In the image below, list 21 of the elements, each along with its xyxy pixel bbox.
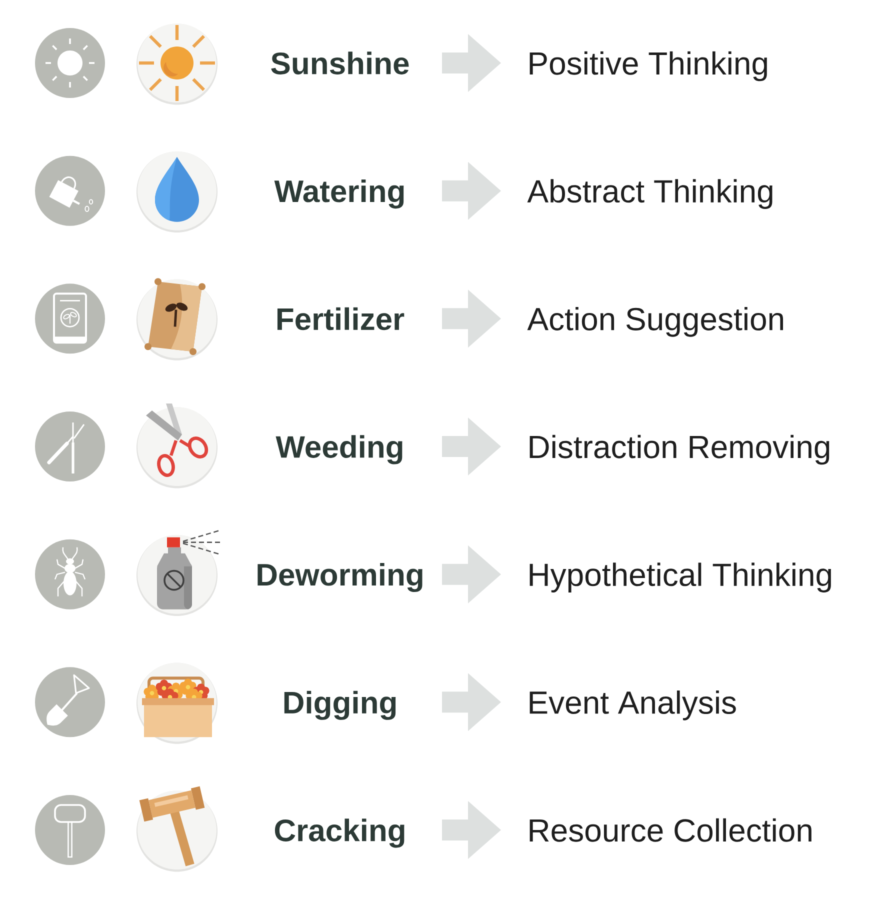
arrow: [442, 545, 501, 604]
activity-label: Cracking: [274, 818, 404, 848]
arrow: [442, 162, 501, 220]
arrow: [442, 801, 501, 859]
outcome-label: Event Analysis: [530, 690, 736, 720]
outcome-label: Resource Collection: [530, 818, 812, 842]
arrow: [442, 34, 501, 92]
outcome-label: Hypothetical Thinking: [530, 562, 831, 592]
activity-label: Fertilizer: [277, 307, 404, 330]
activity-label: Deworming: [258, 563, 422, 592]
outcome-label: Action Suggestion: [527, 307, 784, 337]
activity-label: Sunshine: [271, 52, 409, 74]
activity-label: Digging: [284, 690, 396, 720]
activity-label: Weeding: [276, 435, 402, 464]
outcome-label: Distraction Removing: [530, 434, 830, 465]
arrow: [442, 290, 501, 348]
arrow: [442, 418, 501, 476]
outcome-label: Abstract Thinking: [527, 179, 772, 209]
arrow: [442, 673, 501, 732]
activity-label: Watering: [274, 180, 404, 209]
outcome-label: Positive Thinking: [530, 51, 767, 82]
